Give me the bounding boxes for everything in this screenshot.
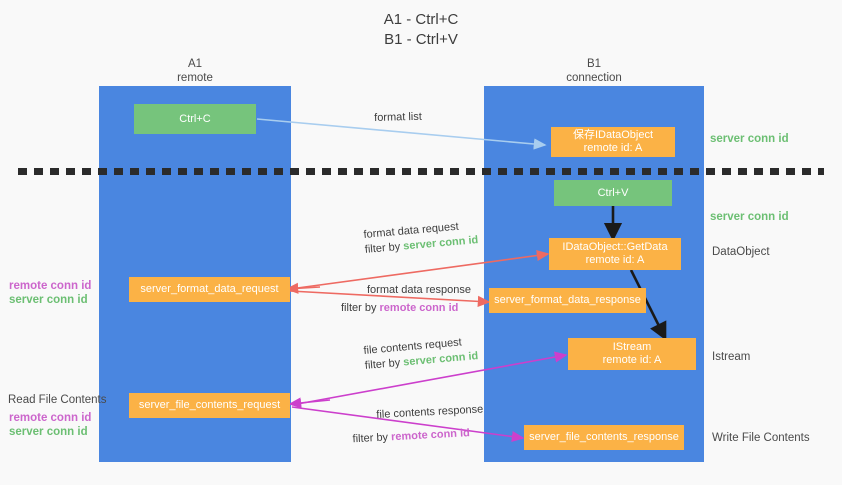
- edge-label-file-contents-request: file contents request filter by server c…: [363, 334, 479, 374]
- right-label-write-file-contents: Write File Contents: [712, 432, 810, 444]
- edge-label-format-list: format list: [374, 110, 423, 124]
- right-label-istream: Istream: [712, 351, 751, 363]
- left-label-file-remote-conn-id: remote conn id: [9, 412, 92, 424]
- right-label-server-conn-id-mid: server conn id: [710, 211, 789, 223]
- lane-title-b1: B1 connection: [566, 58, 622, 84]
- node-server-file-contents-response[interactable]: server_file_contents_response: [524, 425, 684, 450]
- edge-label-format-data-request: format data request filter by server con…: [363, 218, 479, 258]
- edge-label-file-contents-response-text: file contents response: [376, 403, 484, 421]
- node-istream[interactable]: IStream remote id: A: [568, 338, 696, 370]
- edge-label-format-data-response-filter: filter by remote conn id: [341, 302, 459, 314]
- node-server-format-data-request[interactable]: server_format_data_request: [129, 277, 290, 302]
- purple-remote-conn-id: remote conn id: [379, 302, 459, 314]
- node-save-idataobject[interactable]: 保存IDataObject remote id: A: [551, 127, 675, 157]
- edge-label-format-data-response-text: format data response: [367, 284, 471, 296]
- node-server-format-data-response[interactable]: server_format_data_response: [489, 288, 646, 313]
- right-label-dataobject: DataObject: [712, 246, 770, 258]
- edge-label-format-data-response: format data response filter by remote co…: [341, 283, 471, 316]
- left-label-format-server-conn-id: server conn id: [9, 294, 88, 306]
- left-label-read-file-contents: Read File Contents: [8, 394, 107, 406]
- right-label-server-conn-id-top: server conn id: [710, 133, 789, 145]
- lane-title-a1: A1 remote: [177, 58, 213, 84]
- page-title: A1 - Ctrl+C B1 - Ctrl+V: [383, 11, 459, 48]
- left-label-file-server-conn-id: server conn id: [9, 426, 88, 438]
- edge-format-request-into-left: [285, 282, 321, 294]
- left-label-format-remote-conn-id: remote conn id: [9, 280, 92, 292]
- edge-label-file-contents-response: file contents response filter by remote …: [352, 402, 485, 446]
- purple-remote-conn-id-2: remote conn id: [390, 427, 471, 444]
- node-ctrl-v[interactable]: Ctrl+V: [554, 180, 672, 206]
- phase-divider: [18, 168, 824, 175]
- node-ctrl-c[interactable]: Ctrl+C: [134, 104, 256, 134]
- node-idataobject-getdata[interactable]: IDataObject::GetData remote id: A: [549, 238, 681, 270]
- edge-file-request-into-left: [288, 397, 331, 409]
- node-server-file-contents-request[interactable]: server_file_contents_request: [129, 393, 290, 418]
- edge-label-file-contents-response-filter: filter by remote conn id: [352, 427, 471, 446]
